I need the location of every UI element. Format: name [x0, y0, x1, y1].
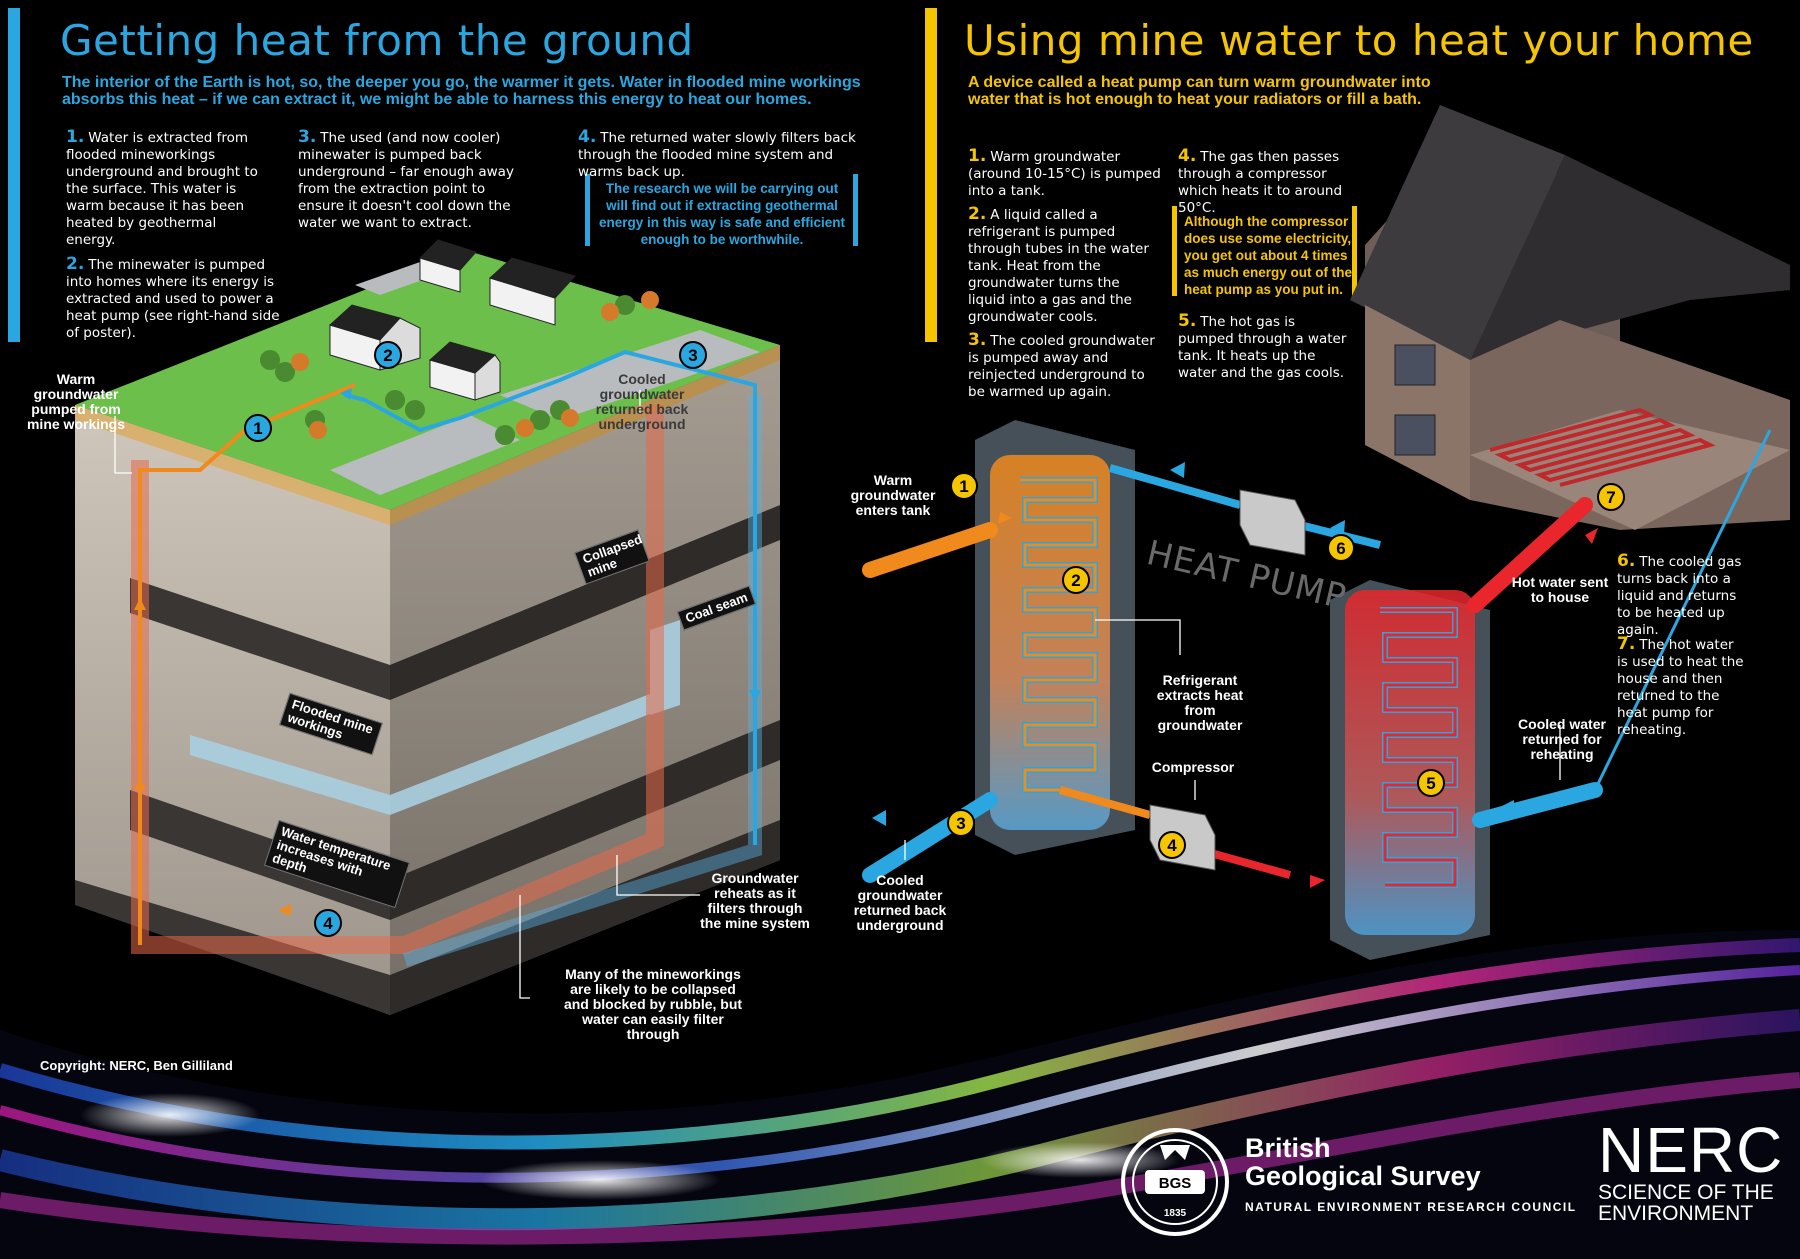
- research-callout: The research we will be carrying out wil…: [598, 181, 846, 247]
- nerc-sub1: SCIENCE OF THE: [1598, 1181, 1774, 1204]
- label-cooled-returned: Cooled groundwater returned back undergr…: [595, 371, 689, 432]
- left-step-1: 1.Water is extracted from flooded minewo…: [66, 129, 266, 249]
- right-badge-1: 1: [950, 472, 978, 500]
- right-intro: A device called a heat pump can turn war…: [968, 74, 1431, 108]
- svg-text:4: 4: [1167, 836, 1177, 855]
- step-text: Water is extracted from flooded minework…: [66, 130, 258, 248]
- left-intro: The interior of the Earth is hot, so, th…: [62, 74, 861, 108]
- step-text: The returned water slowly filters back t…: [578, 130, 856, 180]
- svg-text:2: 2: [1071, 571, 1080, 590]
- houses: [329, 239, 576, 401]
- label-warm-pumped: Warm groundwater pumped from mine workin…: [26, 371, 126, 432]
- svg-text:6: 6: [1336, 539, 1345, 558]
- right-badge-4: 4: [1158, 831, 1186, 859]
- left-badge-4: 4: [314, 909, 342, 937]
- right-step-7: 7.The hot water is used to heat the hous…: [1617, 636, 1747, 739]
- svg-text:4: 4: [323, 914, 333, 933]
- right-step-2: 2.A liquid called a refrigerant is pumpe…: [968, 206, 1158, 326]
- left-step-4: 4.The returned water slowly filters back…: [578, 129, 878, 181]
- right-accent-bar: [925, 8, 937, 342]
- label-reheats: Groundwater reheats as it filters throug…: [700, 870, 810, 931]
- left-step-3: 3.The used (and now cooler) minewater is…: [298, 129, 518, 232]
- label-many-collapsed: Many of the mineworkings are likely to b…: [563, 966, 743, 1042]
- right-step-3: 3.The cooled groundwater is pumped away …: [968, 332, 1158, 401]
- right-badge-7: 7: [1597, 483, 1625, 511]
- step-number: 2.: [66, 254, 85, 274]
- svg-text:3: 3: [956, 814, 965, 833]
- step-number: 6.: [1617, 551, 1636, 571]
- compressor-callout: Although the compressor does use some el…: [1184, 214, 1353, 297]
- label-refrigerant: Refrigerant extracts heat from groundwat…: [1156, 672, 1244, 733]
- copyright: Copyright: NERC, Ben Gilliland: [40, 1058, 233, 1073]
- label-cooled-water: Cooled water returned for reheating: [1518, 716, 1606, 762]
- svg-text:5: 5: [1426, 774, 1435, 793]
- step-text: The used (and now cooler) minewater is p…: [298, 130, 514, 231]
- label-hot-water: Hot water sent to house: [1511, 574, 1609, 605]
- step-number: 3.: [298, 127, 317, 147]
- right-step-1: 1.Warm groundwater (around 10-15°C) is p…: [968, 148, 1168, 200]
- label-cooled-back: Cooled groundwater returned back undergr…: [853, 872, 947, 933]
- label-warm-enters: Warm groundwater enters tank: [850, 472, 936, 518]
- right-badge-3: 3: [947, 809, 975, 837]
- right-badge-6: 6: [1327, 534, 1355, 562]
- step-text: The gas then passes through a compressor…: [1178, 149, 1343, 216]
- svg-text:3: 3: [688, 346, 697, 365]
- step-number: 5.: [1178, 311, 1197, 331]
- step-text: Warm groundwater (around 10-15°C) is pum…: [968, 149, 1161, 199]
- nerc-sub2: ENVIRONMENT: [1598, 1202, 1754, 1225]
- step-number: 1.: [968, 146, 987, 166]
- right-badge-2: 2: [1062, 566, 1090, 594]
- step-text: The cooled gas turns back into a liquid …: [1617, 554, 1742, 638]
- left-badge-1: 1: [244, 414, 272, 442]
- svg-text:1: 1: [959, 477, 968, 496]
- bgs-seal: [1121, 1128, 1229, 1236]
- left-badge-2: 2: [374, 341, 402, 369]
- step-number: 3.: [968, 330, 987, 350]
- heat-pump-diagram: [862, 105, 1790, 960]
- step-text: The minewater is pumped into homes where…: [66, 257, 280, 341]
- svg-text:2: 2: [383, 346, 392, 365]
- right-badge-5: 5: [1417, 769, 1445, 797]
- svg-text:7: 7: [1606, 488, 1615, 507]
- bgs-line2: Geological Survey: [1245, 1161, 1481, 1191]
- svg-text:1: 1: [253, 419, 262, 438]
- step-text: A liquid called a refrigerant is pumped …: [968, 207, 1149, 325]
- bgs-logo-year: 1835: [1163, 1208, 1187, 1219]
- bgs-subtitle: NATURAL ENVIRONMENT RESEARCH COUNCIL: [1245, 1200, 1577, 1214]
- step-text: The hot gas is pumped through a water ta…: [1178, 314, 1347, 381]
- right-step-5: 5.The hot gas is pumped through a water …: [1178, 313, 1348, 382]
- bgs-logo-text: BGS: [1158, 1175, 1192, 1192]
- right-title: Using mine water to heat your home: [964, 16, 1754, 65]
- ground-block-diagram: [75, 239, 780, 1015]
- left-step-2: 2.The minewater is pumped into homes whe…: [66, 256, 286, 342]
- footer-waves: [0, 930, 1800, 1259]
- right-step-4: 4.The gas then passes through a compress…: [1178, 148, 1358, 217]
- step-number: 4.: [1178, 146, 1197, 166]
- step-number: 2.: [968, 204, 987, 224]
- right-step-6: 6.The cooled gas turns back into a liqui…: [1617, 553, 1747, 639]
- nerc-logo: NERC: [1598, 1114, 1784, 1186]
- left-accent-bar: [8, 8, 20, 342]
- step-number: 7.: [1617, 634, 1636, 654]
- step-number: 1.: [66, 127, 85, 147]
- step-number: 4.: [578, 127, 597, 147]
- bgs-line1: British: [1245, 1133, 1331, 1163]
- step-text: The hot water is used to heat the house …: [1617, 637, 1744, 738]
- left-badge-3: 3: [679, 341, 707, 369]
- left-title: Getting heat from the ground: [60, 16, 694, 65]
- step-text: The cooled groundwater is pumped away an…: [968, 333, 1155, 400]
- label-compressor: Compressor: [1151, 759, 1235, 775]
